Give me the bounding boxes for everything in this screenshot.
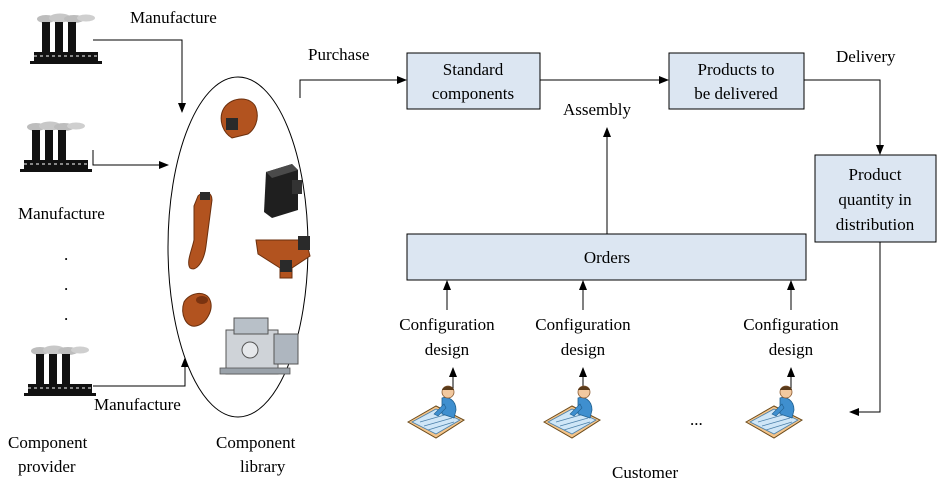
black-cylinder-part — [264, 164, 302, 218]
customer-ellipsis: ... — [690, 410, 703, 429]
product-quantity-box — [814, 154, 937, 243]
factory-icon-bottom — [23, 345, 97, 397]
component-library-label-line1: Component — [216, 433, 296, 452]
orange-small-part — [182, 293, 212, 327]
delivery-label: Delivery — [836, 47, 896, 66]
arrow-products-to-distribution — [804, 79, 884, 155]
gray-assembly-part — [219, 317, 299, 375]
manufacture-label-bottom: Manufacture — [94, 395, 181, 414]
arrow-mid-factory-to-library — [92, 150, 169, 169]
product-quantity-label-line2: quantity in — [838, 190, 912, 209]
manufacture-label-middle: Manufacture — [18, 204, 105, 223]
component-provider-label-line1: Component — [8, 433, 88, 452]
orange-bracket-part — [255, 236, 311, 279]
purchase-label: Purchase — [308, 45, 369, 64]
orange-housing-part — [220, 98, 258, 139]
product-quantity-label-line1: Product — [849, 165, 902, 184]
customer-icon-3 — [745, 385, 803, 439]
arrow-library-to-standard — [299, 76, 407, 98]
products-to-deliver-label-line2: be delivered — [694, 84, 778, 103]
dots-2: . — [64, 275, 68, 294]
component-provider-label-line2: provider — [18, 457, 76, 476]
manufacture-label-top: Manufacture — [130, 8, 217, 27]
config-design-2-line2: design — [561, 340, 606, 359]
standard-components-box — [406, 52, 541, 110]
factory-icon-middle — [19, 121, 93, 173]
standard-components-label-line2: components — [432, 84, 514, 103]
dots-3: . — [64, 305, 68, 324]
factory-icon-top — [29, 13, 103, 65]
standard-components-label-line1: Standard — [443, 60, 504, 79]
config-design-1-line2: design — [425, 340, 470, 359]
component-library-label-line2: library — [240, 457, 286, 476]
assembly-label: Assembly — [563, 100, 632, 119]
orange-arm-part — [188, 192, 213, 270]
config-design-3-line1: Configuration — [743, 315, 839, 334]
product-quantity-label-line3: distribution — [836, 215, 915, 234]
orders-box — [406, 233, 807, 281]
customer-icon-1 — [407, 385, 465, 439]
orders-label: Orders — [584, 248, 630, 267]
config-design-2-line1: Configuration — [535, 315, 631, 334]
arrow-distribution-to-customer — [849, 242, 881, 416]
config-design-3-line2: design — [769, 340, 814, 359]
products-to-deliver-label-line1: Products to — [698, 60, 775, 79]
customer-label: Customer — [612, 463, 678, 482]
config-design-1-line1: Configuration — [399, 315, 495, 334]
arrow-top-factory-to-library — [93, 39, 186, 113]
customer-icon-2 — [543, 385, 601, 439]
products-to-deliver-box — [668, 52, 805, 110]
arrow-bottom-factory-to-library — [93, 357, 189, 387]
dots-1: . — [64, 245, 68, 264]
